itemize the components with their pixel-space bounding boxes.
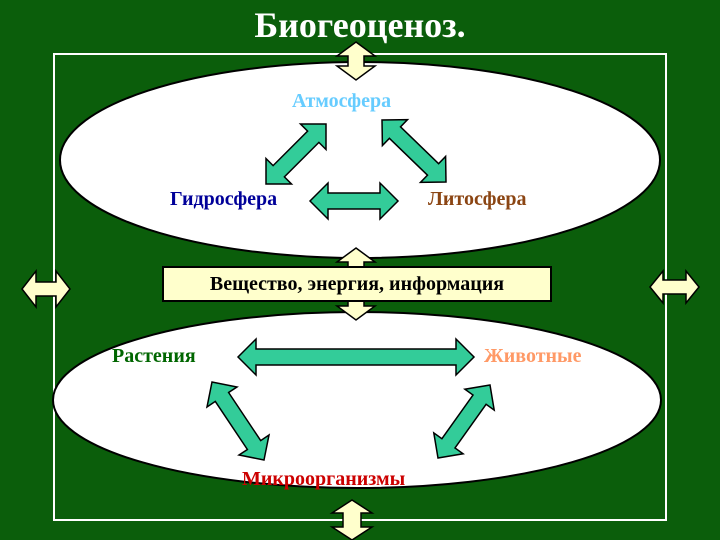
atmosphere-label: Атмосфера [292,90,392,112]
plants-animals-arrow [236,337,476,377]
right-side-arrow-icon [649,268,700,306]
connection-arrows [205,118,496,461]
animals-label: Животные [484,345,582,367]
bottom-ellipse [52,311,662,489]
atmosphere-lithosphere-arrow [381,118,447,184]
center-label-box: Вещество, энергия, информация [162,266,552,302]
lithosphere-label: Литосфера [428,188,527,210]
animals-microorganisms-arrow [432,384,496,459]
plants-microorganisms-arrow [205,381,271,461]
hydrosphere-lithosphere-arrow [308,181,400,221]
microorganisms-label: Микроорганизмы [242,468,406,490]
slide-title: Биогеоценоз. [254,5,466,45]
atmosphere-hydrosphere-arrow [265,123,327,185]
bottom-diamond-icon [329,499,375,540]
top-diamond-icon [334,41,378,81]
hydrosphere-label: Гидросфера [170,188,278,210]
plants-label: Растения [112,345,196,367]
left-side-arrow-icon [21,268,71,310]
